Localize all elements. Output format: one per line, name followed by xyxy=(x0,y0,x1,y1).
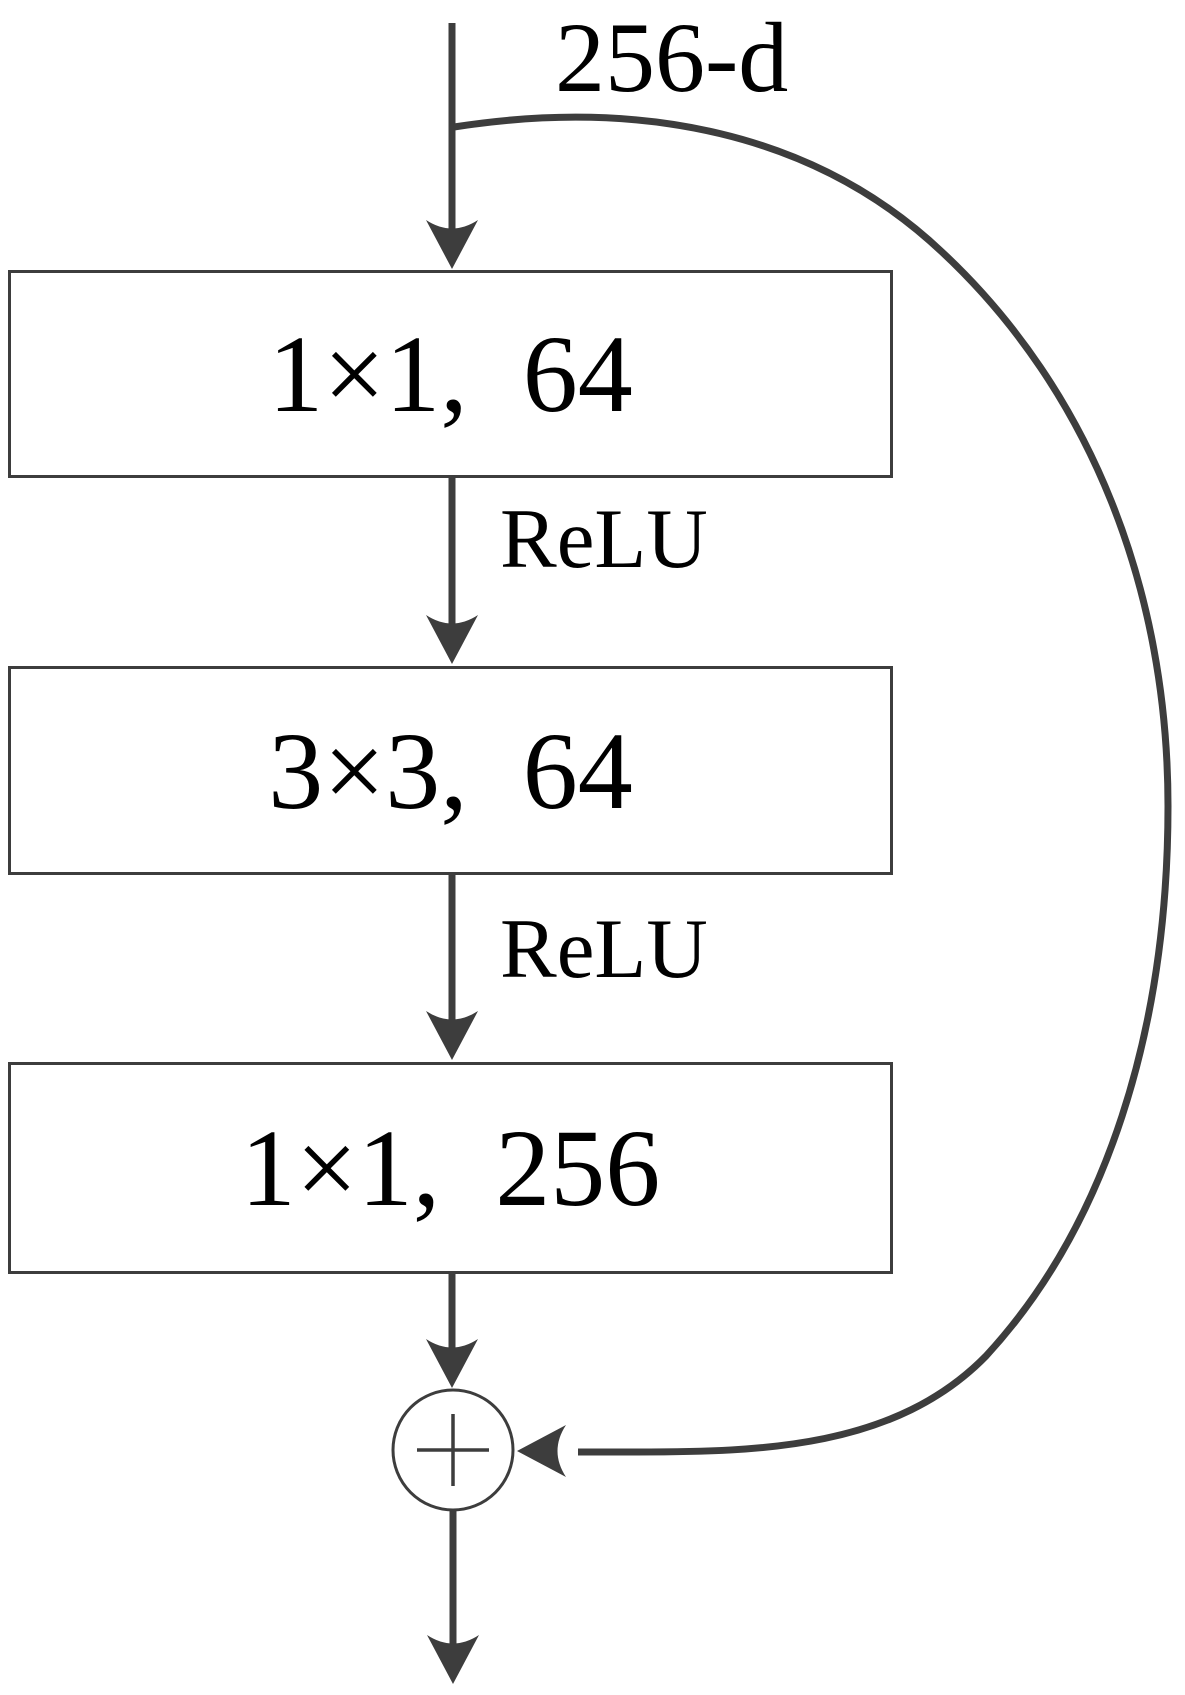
conv-box-label: 3×3, 64 xyxy=(268,709,633,832)
skip-connection-curve xyxy=(453,113,1172,1456)
plus-icon xyxy=(417,1414,489,1486)
relu-label-2: ReLU xyxy=(500,902,708,996)
arrowhead-box1-box2 xyxy=(426,615,478,664)
arrowhead-box2-box3 xyxy=(426,1011,478,1060)
conv-box-1x1-64: 1×1, 64 xyxy=(8,270,893,478)
arrowhead-output xyxy=(427,1635,479,1684)
arrowhead-skip-connection xyxy=(517,1425,566,1477)
conv-box-label: 1×1, 256 xyxy=(240,1107,661,1229)
input-dim-label: 256-d xyxy=(555,2,789,113)
arrowhead-box3-adder xyxy=(426,1339,478,1388)
arrowhead-input xyxy=(426,220,478,269)
relu-label-1: ReLU xyxy=(500,492,708,586)
conv-box-label: 1×1, 64 xyxy=(268,313,633,435)
conv-box-3x3-64: 3×3, 64 xyxy=(8,666,893,875)
conv-box-1x1-256: 1×1, 256 xyxy=(8,1062,893,1274)
connector-lines xyxy=(391,23,1172,1650)
arrowheads xyxy=(426,220,566,1684)
